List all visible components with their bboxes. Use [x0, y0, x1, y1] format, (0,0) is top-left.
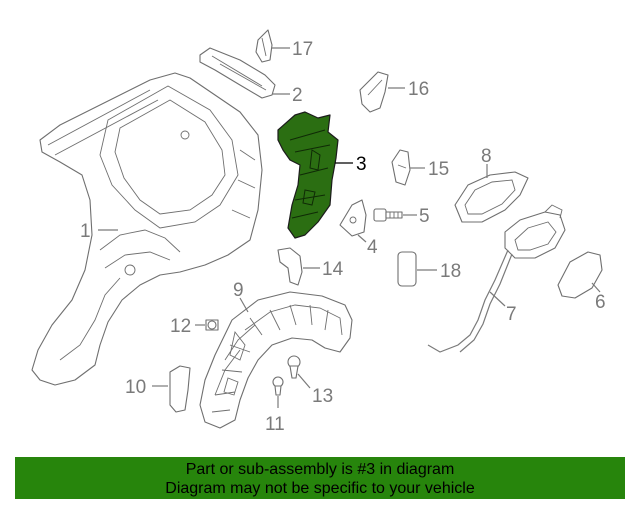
info-banner: Part or sub-assembly is #3 in diagram Di…	[15, 457, 625, 499]
banner-line-disclaimer: Diagram may not be specific to your vehi…	[165, 480, 475, 497]
callout-3: 3	[356, 154, 367, 175]
callout-11: 11	[265, 414, 285, 435]
callout-1: 1	[80, 221, 91, 242]
banner-line-part-number: Part or sub-assembly is #3 in diagram	[185, 461, 455, 478]
callout-13: 13	[312, 386, 333, 407]
leader-6	[591, 282, 601, 293]
callout-5: 5	[419, 206, 430, 227]
callout-8: 8	[481, 146, 492, 167]
small-bracket-part	[277, 247, 303, 286]
filler-pocket-part	[427, 204, 566, 353]
parts-diagram: 1 2 17 3 16 15 4	[31, 29, 606, 435]
seal-part	[169, 365, 191, 413]
mount-bracket-part	[339, 199, 367, 237]
callout-7: 7	[506, 304, 517, 325]
callout-2: 2	[292, 85, 303, 106]
callout-14: 14	[322, 259, 344, 280]
leader-9	[239, 297, 249, 313]
fuel-door-part	[557, 251, 603, 299]
pad-part	[397, 251, 417, 287]
callout-15: 15	[428, 159, 449, 180]
callout-18: 18	[440, 261, 461, 282]
callout-17: 17	[292, 39, 313, 60]
screw-clip-part	[272, 376, 284, 396]
highlighted-bracket-part-3	[277, 111, 339, 239]
callout-6: 6	[595, 292, 606, 313]
callout-16: 16	[408, 79, 429, 100]
quarter-panel	[31, 72, 263, 386]
bolt-part	[373, 208, 403, 222]
callout-4: 4	[367, 237, 378, 258]
leader-4	[357, 234, 367, 243]
corner-bracket-part	[359, 71, 389, 113]
rail-part	[199, 47, 276, 99]
retainer-clip-part	[287, 355, 301, 379]
leader-7	[489, 291, 506, 307]
gusset-part	[255, 29, 273, 63]
push-clip-part	[205, 319, 219, 331]
callout-12: 12	[170, 316, 191, 337]
wheelhouse-liner-part	[199, 291, 353, 429]
callout-10: 10	[125, 377, 146, 398]
fuel-door-housing-part	[454, 171, 529, 223]
callout-9: 9	[233, 280, 244, 301]
clip-bracket-part	[391, 149, 411, 186]
leader-13	[297, 373, 311, 389]
